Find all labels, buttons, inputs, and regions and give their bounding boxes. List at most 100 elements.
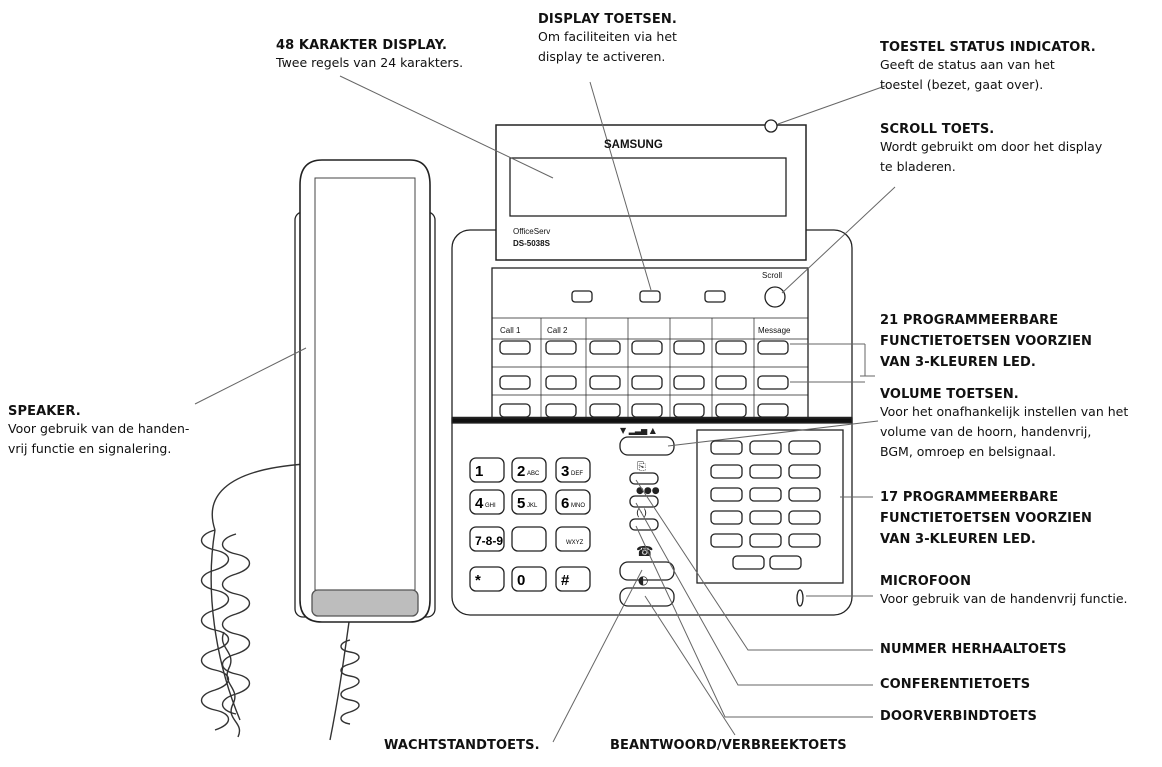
lcd-screen <box>509 157 787 217</box>
call2-label: Call 2 <box>547 326 568 335</box>
prog-key-17-13 <box>710 533 743 548</box>
prog-key-21-4 <box>631 340 663 355</box>
prog-key-21-18 <box>631 403 663 418</box>
dialpad-letters: MNO <box>571 503 585 509</box>
dialpad-letters: WXYZ <box>566 540 584 546</box>
dialpad-key <box>555 489 591 515</box>
microphone <box>796 589 804 607</box>
dialpad-digit: 5 <box>517 495 525 512</box>
dialpad-digit: 7-8-9 <box>475 534 503 548</box>
prog-key-17-5 <box>749 464 782 479</box>
scroll-key <box>764 286 786 308</box>
callout-21-prog-keys: 21 PROGRAMMEERBARE FUNCTIETOETSEN VOORZI… <box>880 313 1093 370</box>
model-text-1: OfficeServ <box>513 227 550 236</box>
svg-text:⎘: ⎘ <box>637 460 646 473</box>
dialpad-digit: 2 <box>517 463 525 480</box>
prog-key-17-4 <box>710 464 743 479</box>
callout-scroll-key: SCROLL TOETS. Wordt gebruikt om door het… <box>880 122 1103 174</box>
leader-lines <box>194 75 896 743</box>
prog-key-21-13 <box>715 375 747 390</box>
prog-key-17-17 <box>769 555 802 570</box>
prog-key-17-10 <box>710 510 743 525</box>
prog-key-17-1 <box>710 440 743 455</box>
dialpad-letters: GHI <box>485 503 496 509</box>
prog-key-17-3 <box>788 440 821 455</box>
svg-text:▼ ▂▃▅ ▲: ▼ ▂▃▅ ▲ <box>620 426 657 435</box>
callout-hold: WACHTSTANDTOETS. <box>384 738 540 753</box>
prog-key-21-17 <box>589 403 621 418</box>
dialpad-key <box>511 526 547 552</box>
dialpad-key <box>511 457 547 483</box>
svg-text:☎: ☎ <box>636 544 653 560</box>
prog-key-17-16 <box>732 555 765 570</box>
conference-key <box>629 495 659 508</box>
prog-key-17-2 <box>749 440 782 455</box>
dialpad-digit: 6 <box>561 495 569 512</box>
dialpad-digit: 1 <box>475 463 483 480</box>
callout-display-keys: DISPLAY TOETSEN. Om faciliteiten via het… <box>538 12 677 64</box>
volume-key <box>619 436 675 456</box>
call1-label: Call 1 <box>500 326 521 335</box>
scroll-label: Scroll <box>762 271 782 280</box>
message-label: Message <box>758 326 791 335</box>
prog-key-21-8 <box>499 375 531 390</box>
dialpad-letters: DEF <box>571 471 583 477</box>
prog-key-17-9 <box>788 487 821 502</box>
prog-key-17-8 <box>749 487 782 502</box>
callout-volume-keys: VOLUME TOETSEN. Voor het onafhankelijk i… <box>880 387 1129 459</box>
dialpad-digit: * <box>475 572 481 589</box>
redial-key <box>629 472 659 485</box>
prog-key-17-14 <box>749 533 782 548</box>
dialpad-letters: JKL <box>527 503 538 509</box>
prog-key-21-3 <box>589 340 621 355</box>
prog-key-21-6 <box>715 340 747 355</box>
dialpad-digit: 3 <box>561 463 569 480</box>
dialpad-key <box>469 526 505 552</box>
handset <box>299 159 431 623</box>
dialpad-key <box>511 566 547 592</box>
dialpad-digit: 0 <box>517 572 525 589</box>
prog-key-21-11 <box>631 375 663 390</box>
prog-key-21-20 <box>715 403 747 418</box>
prog-key-21-16 <box>545 403 577 418</box>
brand-text: SAMSUNG <box>604 139 663 151</box>
handset-receiver-band <box>311 589 419 617</box>
callout-redial: NUMMER HERHAALTOETS <box>880 642 1067 657</box>
prog-key-21-9 <box>545 375 577 390</box>
callout-transfer: DOORVERBINDTOETS <box>880 709 1037 724</box>
dialpad-letters: ABC <box>527 471 540 477</box>
coiled-cord <box>200 463 360 741</box>
prog-key-21-19 <box>673 403 705 418</box>
dialpad-key <box>555 526 591 552</box>
callout-answer-release: BEANTWOORD/VERBREEKTOETS <box>610 738 847 753</box>
svg-text:◐: ◐ <box>638 573 648 587</box>
prog-key-21-5 <box>673 340 705 355</box>
prog-key-17-7 <box>710 487 743 502</box>
callout-status-indicator: TOESTEL STATUS INDICATOR. Geeft de statu… <box>880 40 1096 92</box>
speaker-key <box>619 587 675 607</box>
display-keys <box>571 290 726 303</box>
prog-key-17-11 <box>749 510 782 525</box>
model-text-2: DS-5038S <box>513 239 551 248</box>
dialpad-key <box>555 457 591 483</box>
callout-microphone: MICROFOON Voor gebruik van de handenvrij… <box>880 574 1128 606</box>
prog-key-21-7 <box>757 340 789 355</box>
callout-conference: CONFERENTIETOETS <box>880 677 1031 692</box>
dialpad-key <box>511 489 547 515</box>
prog-key-21-1 <box>499 340 531 355</box>
prog-key-17-15 <box>788 533 821 548</box>
dialpad-digit: # <box>561 572 570 589</box>
transfer-key <box>629 518 659 531</box>
prog-key-21-15 <box>499 403 531 418</box>
prog-key-21-10 <box>589 375 621 390</box>
dialpad-digit: 4 <box>475 495 484 512</box>
prog-key-21-14 <box>757 375 789 390</box>
status-led <box>764 119 778 133</box>
prog-key-21-2 <box>545 340 577 355</box>
right-key-panel <box>696 429 844 584</box>
svg-text:●●●: ●●● <box>636 486 660 496</box>
prog-key-17-6 <box>788 464 821 479</box>
prog-key-21-12 <box>673 375 705 390</box>
dialpad-key <box>469 489 505 515</box>
